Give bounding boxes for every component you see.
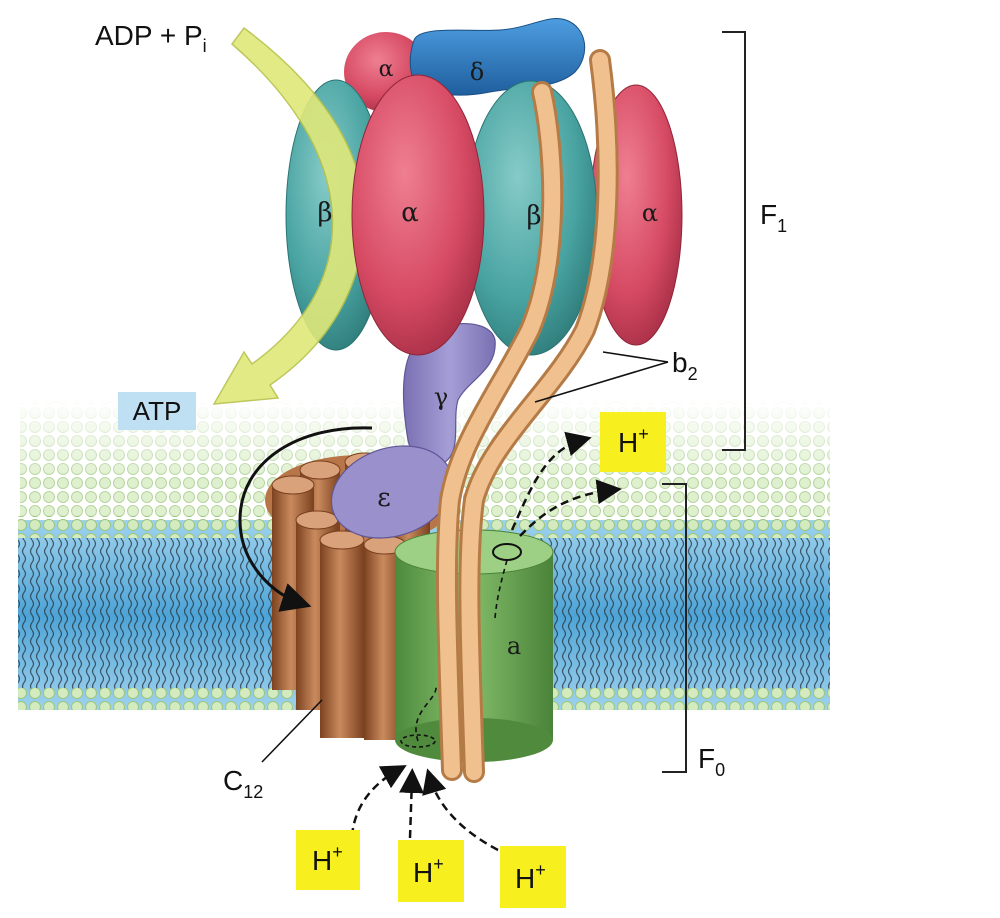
c12-label: C12 [223,765,263,802]
b2-stalk [435,49,619,783]
b2-label: b2 [672,347,698,384]
alpha-right-label: α [642,199,658,227]
b2-subscript: 2 [688,364,698,384]
proton-arrow-in-middle [399,768,424,839]
c12-subscript: 12 [243,782,263,802]
f0-text: F [698,743,715,774]
proton-superscript: + [433,854,444,874]
proton-arrow-in-right [422,768,499,852]
adp-subscript: i [203,36,207,56]
gamma-label: γ [434,383,448,411]
proton-box-lower-middle: H+ [398,840,464,902]
proton-channel-entry-marker [400,734,436,748]
epsilon-label: ε [377,483,390,513]
f1-subscript: 1 [777,216,787,236]
rotation-arrow [238,426,373,612]
proton-label: H+ [413,854,444,888]
alpha-back-label: α [379,57,394,82]
b2-text: b [672,347,688,378]
adp-to-atp-arrow [212,26,365,405]
proton-arrow-in-left [350,765,407,837]
beta-left-label: β [317,198,332,228]
delta-label: δ [470,58,484,86]
proton-channel-path [415,685,437,742]
proton-text: H [515,863,535,894]
proton-superscript: + [332,842,343,862]
proton-arrow-out-upper [510,431,592,531]
f0-subscript: 0 [715,760,725,780]
f1-text: F [760,199,777,230]
b2-leader-lower [534,361,669,403]
proton-superscript: + [638,424,649,444]
c12-text: C [223,765,243,796]
proton-box-lower-left: H+ [296,830,360,890]
f0-label: F0 [698,743,725,780]
f0-bracket [662,483,687,773]
beta-right-label: β [526,201,541,231]
adp-pi-label: ADP + Pi [95,20,207,56]
adp-text: ADP + P [95,20,203,51]
proton-channel-exit-marker [492,543,522,561]
proton-arrow-out-right [519,479,622,537]
proton-label: H+ [515,860,546,894]
proton-box-upper: H+ [600,412,666,472]
gamma-subunit [402,322,496,466]
proton-label: H+ [312,842,343,876]
proton-text: H [413,857,433,888]
proton-text: H [312,845,332,876]
atp-label: ATP [133,396,182,426]
f1-bracket [722,31,746,451]
b2-leader-upper [602,351,669,363]
subunit-a-label: a [507,632,521,660]
alpha-front-label: α [401,198,419,228]
alpha-subunit-front [351,74,485,356]
proton-text: H [618,427,638,458]
proton-label: H+ [618,424,649,458]
proton-channel-path-upper [494,559,508,619]
proton-superscript: + [535,860,546,880]
f1-label: F1 [760,199,787,236]
atp-label-box [118,392,196,430]
proton-box-lower-right: H+ [500,846,566,908]
c12-leader [261,699,323,763]
